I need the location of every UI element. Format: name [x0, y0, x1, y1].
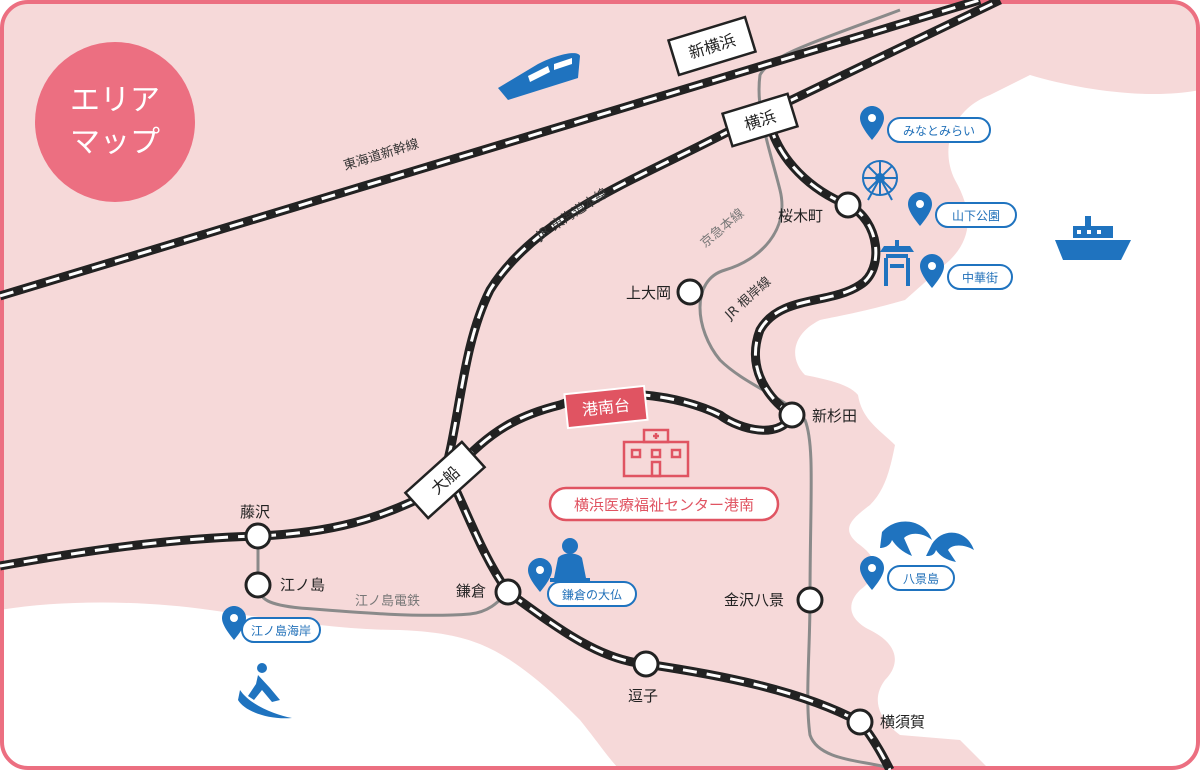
label-sakuragicho: 桜木町	[778, 207, 823, 225]
map-pin-icon	[920, 254, 944, 288]
label-kamiooka: 上大岡	[626, 284, 671, 302]
spot-label: 鎌倉の大仏	[562, 587, 622, 602]
surfer-icon	[238, 663, 292, 719]
spot-minatomirai[interactable]: みなとみらい	[860, 106, 991, 143]
hospital-building-icon	[622, 428, 690, 478]
bullet-train-icon	[498, 53, 580, 100]
spot-label: 中華街	[962, 270, 998, 285]
map-pin-icon	[908, 192, 932, 226]
station-kamiooka-marker[interactable]	[676, 278, 704, 306]
enoden-line	[256, 538, 510, 617]
facility-label[interactable]: 横浜医療福祉センター港南	[548, 486, 780, 522]
label-enoden: 江ノ島電鉄	[355, 594, 420, 609]
spot-yamashita[interactable]: 山下公園	[908, 192, 1017, 228]
station-kanazawa-hakkei-marker[interactable]	[796, 586, 824, 614]
spot-chinatown[interactable]: 中華街	[920, 254, 1013, 290]
station-shin-yokohama[interactable]: 新横浜	[666, 15, 758, 77]
spot-daibutsu[interactable]: 鎌倉の大仏	[528, 558, 637, 607]
station-fujisawa-marker[interactable]	[244, 522, 272, 550]
dolphin-icon	[880, 521, 974, 562]
label-fujisawa: 藤沢	[240, 503, 270, 521]
label-shinsugita: 新杉田	[812, 407, 857, 425]
label-kanazawa-hakkei: 金沢八景	[724, 591, 784, 609]
label-enoshima: 江ノ島	[280, 576, 325, 594]
label-zushi: 逗子	[628, 687, 658, 705]
station-zushi-marker[interactable]	[632, 650, 660, 678]
station-ofuna[interactable]: 大船	[403, 440, 487, 520]
sea-area	[2, 602, 620, 768]
station-yokosuka-marker[interactable]	[846, 708, 874, 736]
label-yokosuka: 横須賀	[880, 713, 925, 731]
map-pin-icon	[860, 556, 884, 590]
station-markers	[244, 191, 874, 736]
map-pin-icon	[528, 558, 552, 592]
title-line1: エリア	[70, 83, 160, 118]
spot-label: 山下公園	[952, 209, 1000, 223]
station-kamakura-marker[interactable]	[494, 578, 522, 606]
spot-label: 八景島	[903, 571, 939, 586]
title-badge	[35, 42, 195, 202]
facility-name: 横浜医療福祉センター港南	[574, 496, 754, 514]
keikyu-line	[698, 8, 901, 772]
spot-hakkeijima[interactable]: 八景島	[860, 556, 955, 591]
map-pin-icon	[222, 606, 246, 640]
chinatown-gate-icon	[880, 240, 914, 286]
ferris-wheel-icon	[862, 160, 898, 201]
map-pin-icon	[860, 106, 884, 140]
spot-label: 江ノ島海岸	[251, 623, 311, 638]
station-enoshima-marker[interactable]	[244, 571, 272, 599]
spot-enoshima-beach[interactable]: 江ノ島海岸	[222, 606, 321, 643]
station-konandai[interactable]: 港南台	[563, 384, 649, 430]
station-label: 港南台	[581, 396, 631, 420]
buddha-icon	[550, 538, 590, 582]
station-shinsugita-marker[interactable]	[778, 401, 806, 429]
station-sakuragicho-marker[interactable]	[834, 191, 862, 219]
title-line2: マップ	[70, 125, 160, 160]
station-yokohama[interactable]: 横浜	[720, 92, 800, 148]
label-kamakura: 鎌倉	[456, 582, 486, 600]
ship-icon	[1055, 216, 1131, 260]
spot-label: みなとみらい	[903, 124, 975, 138]
